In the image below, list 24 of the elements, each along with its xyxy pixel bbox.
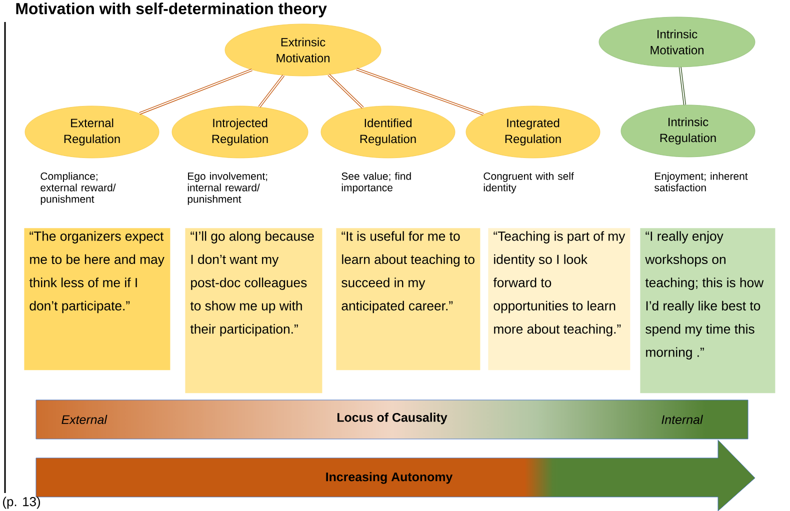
description: Enjoyment; inherent satisfaction: [654, 172, 748, 192]
ellipse-node: Intrinsic Motivation: [598, 16, 756, 68]
description: Ego involvement; internal reward/ punishment: [188, 172, 268, 205]
description: Congruent with self identity: [484, 172, 574, 194]
quote-box: “The organizers expect me to be here and may think less of me if I don’t participate.”: [24, 228, 170, 370]
description: See value; find importance: [342, 172, 411, 194]
connector-line: [139, 68, 252, 115]
connector-line: [258, 74, 285, 108]
ellipse-node: Intrinsic Regulation: [620, 104, 756, 158]
quote-box: “Teaching is part of my identity so I look forward to opportunities to learn more about teaching.”: [488, 228, 630, 370]
connector-line: [328, 74, 364, 109]
ellipse-node: Identified Regulation: [320, 106, 456, 158]
quote-box: “I really enjoy workshops on teaching; this is how I’d really like best to spend my time this morning .”: [640, 228, 776, 394]
quote-box: “It is useful for me to learn about teaching to succeed in my anticipated career.”: [336, 228, 480, 370]
connector-line: [356, 68, 484, 116]
connector-line: [678, 67, 686, 105]
quote-box: “I’ll go along because I don’t want my post-doc colleagues to show me up with their participation.”: [185, 228, 322, 394]
ellipse-node: Integrated Regulation: [466, 106, 600, 158]
gradient-bar: External Locus of Causality Internal: [36, 400, 748, 440]
ellipse-node: External Regulation: [24, 106, 160, 158]
ellipse-node: Extrinsic Motivation: [224, 24, 382, 76]
title: Motivation with self-determination theory: [16, 2, 327, 18]
description: Compliance; external reward/ punishment: [40, 172, 116, 205]
ellipse-node: Introjected Regulation: [172, 106, 308, 158]
